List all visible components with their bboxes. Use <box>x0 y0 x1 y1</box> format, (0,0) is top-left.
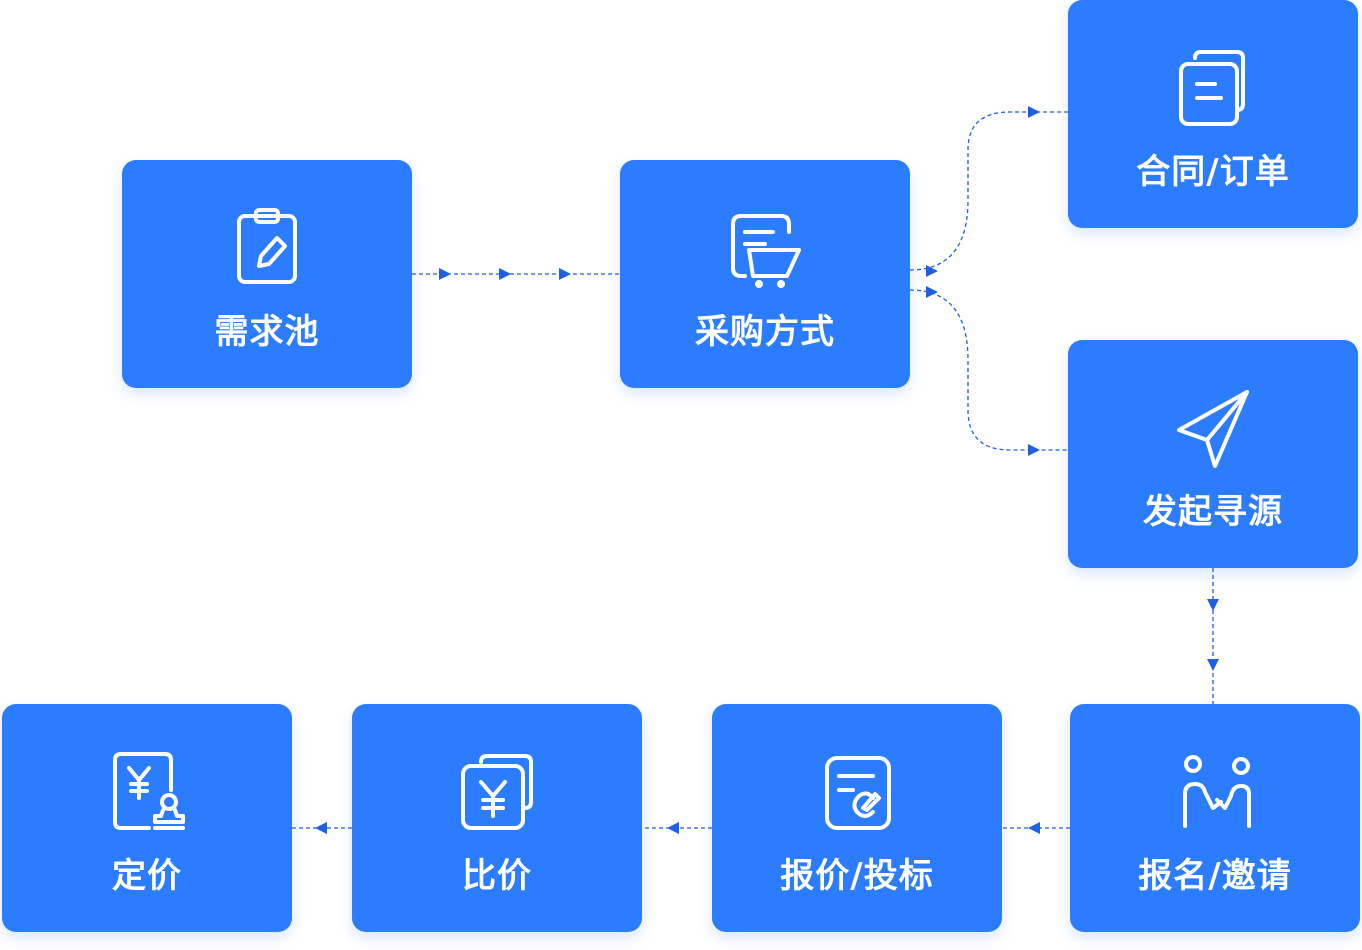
arrow-head <box>1028 444 1040 456</box>
document-sign-icon <box>815 750 899 834</box>
yuan-stamp-icon <box>105 750 189 834</box>
connector-method-to-sourcing <box>909 289 1068 451</box>
yuan-cards-icon <box>455 750 539 834</box>
arrow-head <box>1207 599 1219 611</box>
node-label: 报价/投标 <box>780 856 934 896</box>
arrow-head <box>499 268 511 280</box>
arrow-head <box>926 265 938 277</box>
node-label: 采购方式 <box>695 312 835 352</box>
people-handshake-icon <box>1173 750 1257 834</box>
node-label: 报名/邀请 <box>1138 856 1292 896</box>
clipboard-edit-icon <box>225 206 309 290</box>
paper-plane-icon <box>1171 386 1255 470</box>
connector-method-to-contract <box>909 111 1068 271</box>
arrow-head <box>439 268 451 280</box>
node-demand-pool[interactable]: 需求池 <box>122 160 412 388</box>
shopping-cart-list-icon <box>723 206 807 290</box>
node-price-compare[interactable]: 比价 <box>352 704 642 932</box>
arrow-head <box>1028 822 1040 834</box>
node-pricing[interactable]: 定价 <box>2 704 292 932</box>
arrow-head <box>1207 659 1219 671</box>
arrow-head <box>559 268 571 280</box>
node-procurement-method[interactable]: 采购方式 <box>620 160 910 388</box>
node-signup-invite[interactable]: 报名/邀请 <box>1070 704 1360 932</box>
arrow-head <box>1028 106 1040 118</box>
node-label: 合同/订单 <box>1136 152 1290 192</box>
documents-stack-icon <box>1171 46 1255 130</box>
node-label: 发起寻源 <box>1143 492 1283 532</box>
node-quote-bid[interactable]: 报价/投标 <box>712 704 1002 932</box>
node-label: 定价 <box>112 856 182 896</box>
arrow-head <box>926 286 938 298</box>
arrow-head <box>667 822 679 834</box>
node-label: 需求池 <box>214 312 320 352</box>
node-initiate-sourcing[interactable]: 发起寻源 <box>1068 340 1358 568</box>
node-label: 比价 <box>462 856 532 896</box>
node-contract-order[interactable]: 合同/订单 <box>1068 0 1358 228</box>
arrow-head <box>315 822 327 834</box>
